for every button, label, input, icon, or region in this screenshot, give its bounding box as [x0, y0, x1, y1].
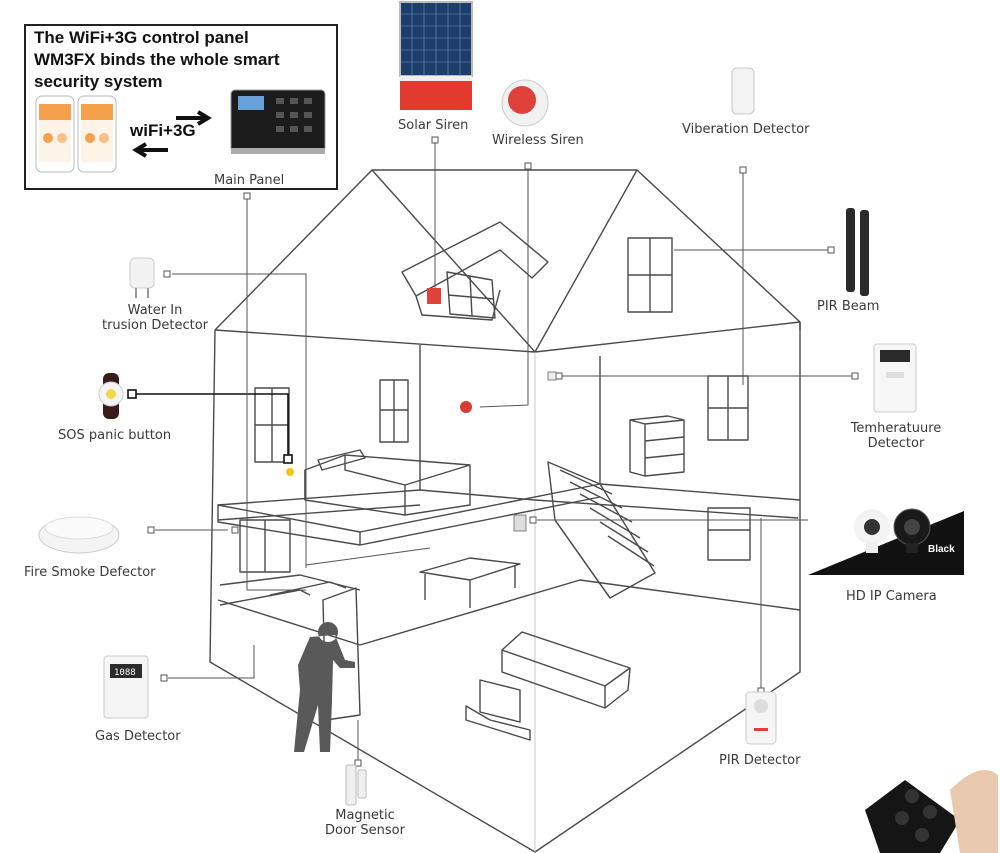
camera-black-label: Black — [928, 544, 955, 555]
wifi-3g-label: wiFi+3G — [130, 121, 196, 140]
arrow-left-icon — [132, 142, 168, 158]
pir-beam-icon — [846, 208, 869, 296]
hd-camera-panel: White Black — [808, 497, 964, 575]
gas-detector-label: Gas Detector — [95, 729, 181, 744]
solar-siren-icon — [399, 1, 473, 110]
stairs — [547, 461, 656, 599]
temperature-detector-icon — [873, 343, 917, 413]
smartphone-icon — [35, 95, 75, 173]
water-detector-label-line-2: trusion Detector — [101, 318, 209, 333]
vibration-detector-icon — [731, 67, 755, 115]
smoke-detector-icon — [38, 516, 120, 554]
door-sensor-label-line-2: Door Sensor — [325, 823, 405, 838]
door-sensor-icon — [345, 764, 367, 806]
dresser — [629, 415, 685, 477]
gas-detector-display: 1088 — [114, 668, 136, 678]
bed — [304, 454, 471, 516]
sofa — [501, 631, 631, 709]
wireless-siren-in-house — [460, 401, 472, 413]
arrow-right-icon — [176, 110, 212, 126]
table — [419, 557, 521, 581]
panel-title-line-2: WM3FX binds the whole smart — [34, 50, 280, 69]
temperature-detector-label: Temheratuure Detector — [846, 421, 946, 451]
wireless-siren-label: Wireless Siren — [492, 133, 584, 148]
pir-detector-label: PIR Detector — [719, 753, 801, 768]
smartphone-icon — [77, 95, 117, 173]
solar-siren-label: Solar Siren — [398, 118, 469, 133]
door-sensor-label-line-1: Magnetic — [335, 808, 395, 823]
pir-beam-label: PIR Beam — [817, 299, 880, 314]
tv — [479, 679, 521, 723]
panel-title-line-1: The WiFi+3G control panel — [34, 28, 249, 47]
panel-illustration — [35, 89, 326, 173]
temperature-detector-label-line-2: Detector — [867, 436, 925, 451]
water-detector-label-line-1: Water In — [127, 303, 183, 318]
smoke-detector-label: Fire Smoke Defector — [24, 565, 156, 580]
vibration-detector-label: Viberation Detector — [682, 122, 810, 137]
kitchen — [219, 574, 361, 591]
door-sensor-label: Magnetic Door Sensor — [325, 808, 405, 838]
panel-title-line-3: security system — [34, 72, 163, 91]
sos-button-label: SOS panic button — [58, 428, 172, 443]
upper-floor — [217, 489, 799, 519]
control-panel-callout: The WiFi+3G control panel WM3FX binds th… — [24, 24, 338, 190]
temperature-detector-label-line-1: Temheratuure — [850, 421, 942, 436]
person-silhouette — [294, 622, 355, 752]
hd-camera-label: HD IP Camera — [846, 589, 937, 604]
pir-detector-icon — [745, 691, 777, 745]
main-panel-device-icon — [230, 89, 326, 154]
water-detector-icon — [129, 257, 155, 298]
gas-detector-icon — [103, 655, 149, 719]
sos-button-icon — [98, 373, 124, 419]
main-panel-label: Main Panel — [214, 173, 285, 188]
water-detector-label: Water In trusion Detector — [85, 303, 225, 333]
camera-white-label: White — [812, 544, 840, 555]
outer-walls — [209, 322, 801, 853]
wireless-siren-icon — [501, 79, 549, 127]
remote-control-icon — [865, 770, 998, 853]
